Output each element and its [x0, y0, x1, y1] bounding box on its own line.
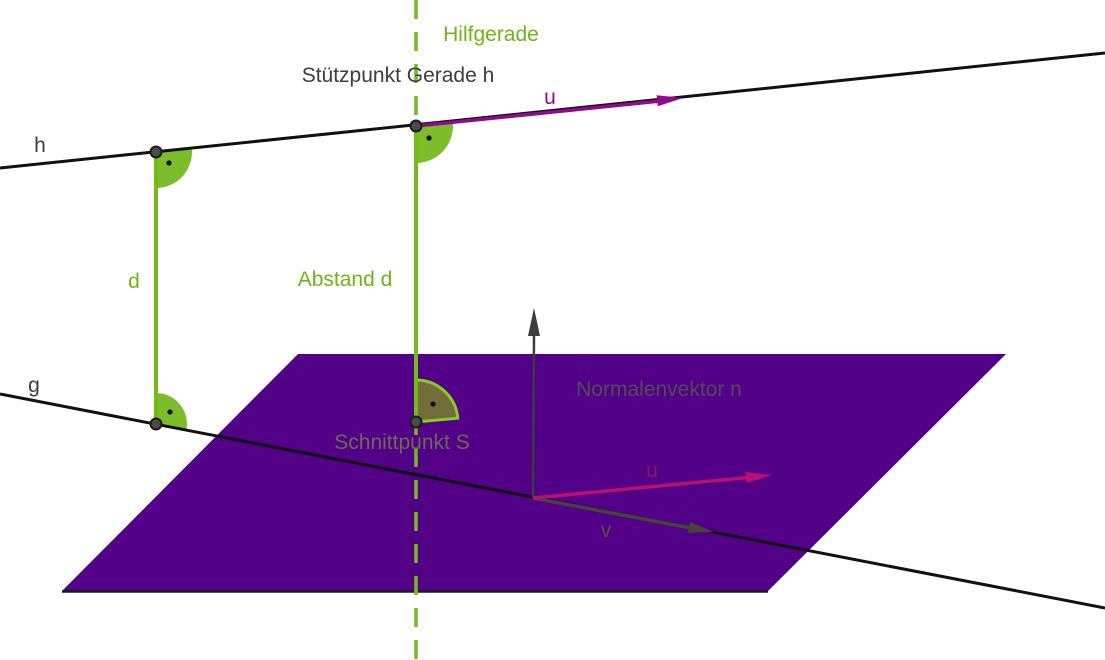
point-schnittpunkt[interactable]	[409, 415, 423, 429]
angle-dot-schnittpunkt	[430, 401, 436, 407]
label-abstand-d: Abstand d	[298, 268, 393, 291]
vector-n-shaft[interactable]	[531, 333, 536, 498]
vector-v[interactable]	[532, 496, 714, 533]
vector-u-plane-shaft[interactable]	[532, 475, 749, 500]
label-vector-u-top: u	[544, 86, 556, 109]
vector-u-top-shaft[interactable]	[415, 99, 661, 128]
label-line-h: h	[34, 134, 46, 157]
vector-u-plane[interactable]	[532, 472, 772, 500]
label-distance-d: d	[128, 270, 140, 293]
label-schnittpunkt-s: Schnittpunkt S	[334, 431, 469, 454]
label-stuetzpunkt-gerade-h: Stützpunkt Gerade h	[302, 64, 495, 87]
point-on-h-left[interactable]	[149, 145, 163, 159]
label-vector-u-plane: u	[646, 459, 658, 482]
point-on-g-left[interactable]	[149, 417, 163, 431]
vector-n[interactable]	[528, 308, 540, 498]
vector-n-arrowhead[interactable]	[528, 308, 540, 336]
label-hilfgerade: Hilfgerade	[443, 23, 539, 46]
point-stuetzpunkt[interactable]	[409, 119, 423, 133]
angle-dot-stuetzpunkt	[426, 135, 432, 141]
label-line-g: g	[28, 374, 40, 397]
right-angle-marker-stuetzpunkt	[416, 122, 453, 163]
right-angle-marker-h-left	[156, 148, 192, 188]
vector-u-top-arrowhead[interactable]	[656, 95, 683, 107]
vector-u-top[interactable]	[415, 95, 683, 128]
angle-dot-g-left	[167, 409, 173, 415]
vector-v-shaft[interactable]	[532, 496, 692, 530]
angle-dot-h-left	[166, 160, 172, 166]
vector-u-plane-arrowhead[interactable]	[745, 472, 772, 483]
label-normalenvektor-n: Normalenvektor n	[576, 378, 742, 401]
right-angle-marker-schnittpunkt	[414, 378, 460, 424]
vector-v-arrowhead[interactable]	[687, 521, 714, 533]
label-vector-v: v	[601, 519, 612, 542]
